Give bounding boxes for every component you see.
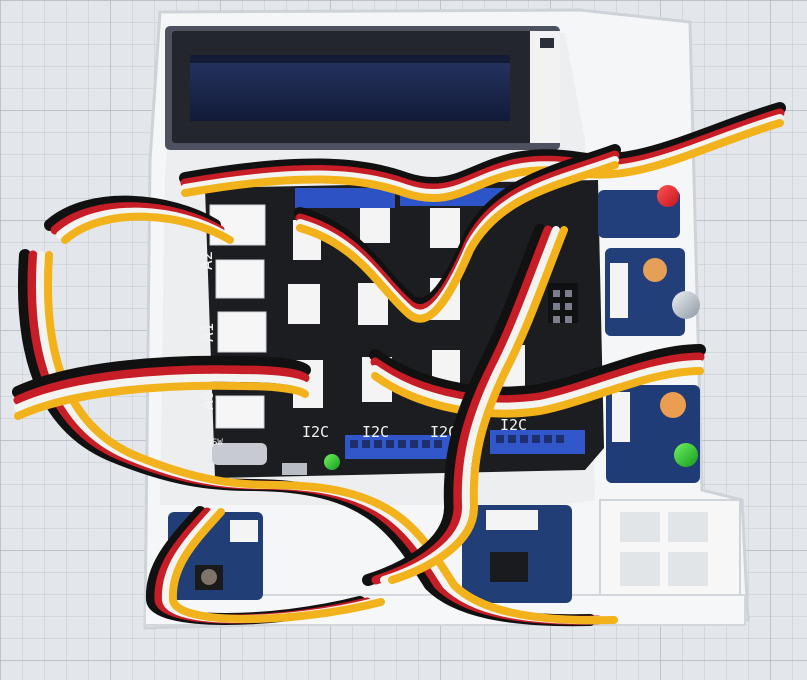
cable-6 bbox=[369, 344, 706, 418]
right-side-modules bbox=[598, 185, 700, 483]
cable-8 bbox=[145, 506, 385, 625]
sw-label: SW bbox=[212, 438, 223, 448]
i2c-label: I2C bbox=[302, 423, 329, 441]
port-label-a1: A1 bbox=[198, 323, 217, 342]
cable-2 bbox=[294, 144, 621, 323]
lcd-display-module bbox=[165, 26, 560, 150]
port-label-a0: A0 bbox=[198, 391, 217, 410]
base-shield-board: A2 A1 A0 I2C I2C I2C I2C SW bbox=[197, 180, 604, 478]
i2c-label: I2C bbox=[362, 423, 389, 441]
cable-1 bbox=[179, 102, 786, 202]
cable-5 bbox=[12, 355, 311, 420]
grove-cable-bundle bbox=[12, 102, 786, 627]
port-label-a2: A2 bbox=[197, 251, 216, 270]
cable-3 bbox=[44, 195, 234, 244]
i2c-label: I2C bbox=[500, 416, 527, 434]
i2c-label: I2C bbox=[430, 423, 457, 441]
cable-7 bbox=[362, 224, 568, 586]
